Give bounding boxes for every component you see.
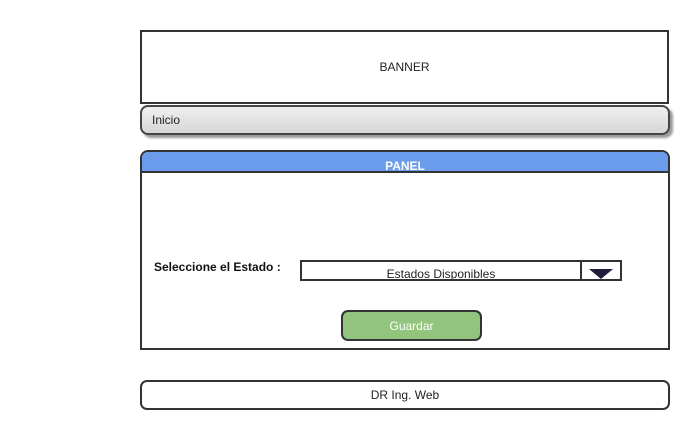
state-label: Seleccione el Estado : bbox=[154, 260, 281, 274]
breadcrumb[interactable]: Inicio bbox=[140, 105, 670, 135]
state-select-toggle[interactable] bbox=[580, 262, 620, 279]
state-select[interactable]: Estados Disponibles bbox=[300, 260, 622, 281]
save-button-label[interactable]: Guardar bbox=[389, 318, 434, 333]
panel: PANEL Seleccione el Estado : Estados Dis… bbox=[140, 150, 670, 350]
breadcrumb-home-label[interactable]: Inicio bbox=[152, 113, 181, 127]
triangle-down-icon bbox=[589, 269, 613, 279]
state-select-value[interactable]: Estados Disponibles bbox=[386, 267, 496, 279]
save-button[interactable]: Guardar bbox=[341, 310, 482, 341]
panel-header: PANEL bbox=[142, 152, 668, 173]
panel-title: PANEL bbox=[385, 159, 425, 173]
banner-text: BANNER bbox=[379, 60, 430, 74]
footer: DR Ing. Web bbox=[140, 380, 670, 410]
footer-text: DR Ing. Web bbox=[370, 388, 440, 402]
banner: BANNER bbox=[140, 30, 669, 104]
